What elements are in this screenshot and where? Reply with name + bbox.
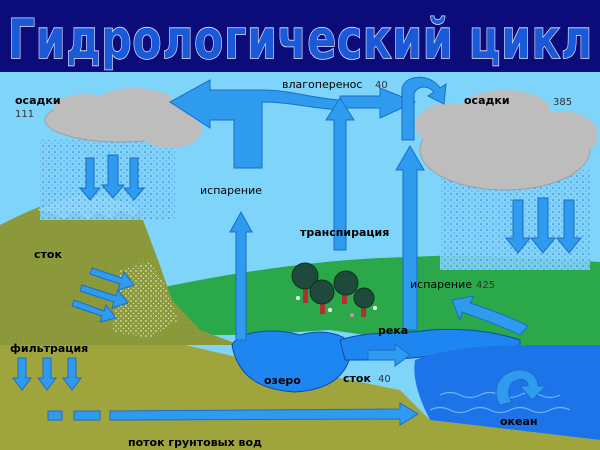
- label-runoff-river: сток: [343, 372, 371, 385]
- evaporation-to-cloud-arrow: [169, 79, 341, 169]
- precipitation-arrows-right: [504, 197, 583, 254]
- label-precip-right: осадки: [464, 94, 510, 107]
- moisture-curl-arrow: [401, 76, 447, 141]
- label-infiltration: фильтрация: [10, 342, 88, 355]
- label-precip-right-value: 385: [553, 97, 572, 108]
- ocean-circulation-arrow: [495, 369, 548, 406]
- label-groundwater-flow: поток грунтовых вод: [128, 436, 262, 449]
- label-lake: озеро: [264, 374, 301, 387]
- label-moisture-transfer-value: 40: [375, 80, 388, 91]
- label-moisture-transfer: влагоперенос: [282, 78, 362, 91]
- title-band: [0, 0, 600, 72]
- trees: [291, 262, 377, 317]
- precipitation-arrows-left: [78, 154, 146, 201]
- label-runoff-river-value: 40: [378, 374, 391, 385]
- label-evaporation-ocean: испарение: [410, 278, 472, 291]
- page-title: Гидрологический цикл: [8, 8, 593, 71]
- cloud-right: [415, 90, 598, 191]
- label-ocean: океан: [500, 415, 538, 428]
- label-river: река: [378, 324, 408, 337]
- transpiration-arrow: [325, 97, 355, 251]
- label-precip-left-value: 111: [15, 109, 34, 120]
- cloud-left: [44, 88, 202, 148]
- label-transpiration: транспирация: [300, 226, 389, 239]
- land-plain: [150, 255, 600, 345]
- infiltration-arrows: [12, 357, 82, 391]
- label-precip-left: осадки: [15, 94, 61, 107]
- ocean-evaporation-diagonal-arrow: [451, 295, 529, 336]
- label-evaporation-land: испарение: [200, 184, 262, 197]
- mountain-runoff-arrows: [71, 267, 135, 323]
- groundwater-flow-arrow: [47, 402, 419, 426]
- label-evaporation-ocean-value: 425: [476, 280, 495, 291]
- label-runoff-mountain: сток: [34, 248, 62, 261]
- evaporation-land-arrow: [229, 210, 253, 341]
- river-runoff-arrow: [367, 343, 411, 367]
- evaporation-ocean-arrow: [395, 145, 425, 331]
